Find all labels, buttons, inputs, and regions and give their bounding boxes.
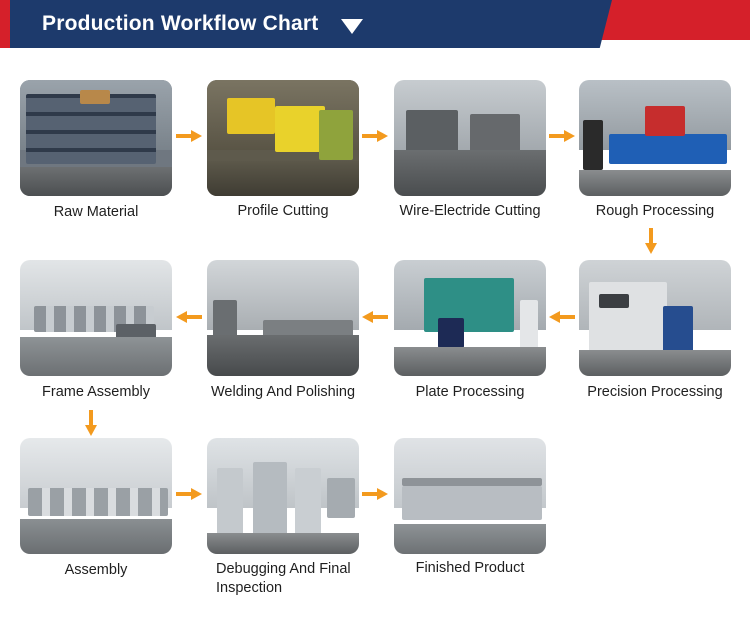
rough-processing-photo	[579, 80, 731, 196]
finished-product-photo	[394, 438, 546, 554]
arrow-right-icon	[549, 130, 575, 142]
welding-polishing-photo	[207, 260, 359, 376]
profile-cutting-photo	[207, 80, 359, 196]
arrow-left-icon	[176, 311, 202, 323]
arrow-down-icon	[85, 410, 97, 436]
step-label: Debugging And Final	[216, 561, 351, 577]
triangle-down-icon	[341, 19, 363, 34]
step-welding-polishing: Welding And Polishing	[207, 260, 359, 400]
step-label-line2: Inspection	[216, 580, 283, 596]
step-label: Welding And Polishing	[210, 384, 356, 400]
step-label: Plate Processing	[415, 384, 525, 400]
page-title: Production Workflow Chart	[42, 12, 319, 35]
step-plate-processing: Plate Processing	[394, 260, 546, 400]
step-label: Rough Processing	[595, 203, 715, 219]
step-label: Assembly	[64, 562, 128, 578]
arrow-down-icon	[645, 228, 657, 254]
arrow-left-icon	[362, 311, 388, 323]
assembly-photo	[20, 438, 172, 554]
step-label: Finished Product	[415, 560, 525, 576]
step-label-multiline: Debugging And Final Inspection	[216, 560, 351, 598]
step-precision-processing: Precision Processing	[579, 260, 731, 400]
step-profile-cutting: Profile Cutting	[207, 80, 359, 219]
step-label: Frame Assembly	[42, 384, 150, 400]
header-red-accent	[0, 0, 10, 48]
arrow-right-icon	[362, 488, 388, 500]
step-label: Precision Processing	[587, 384, 723, 400]
header-banner: Production Workflow Chart	[0, 0, 750, 62]
precision-processing-photo	[579, 260, 731, 376]
step-label: Raw Material	[53, 204, 139, 220]
header-navy-band	[0, 0, 612, 48]
step-debugging-inspection: Debugging And Final Inspection	[207, 438, 359, 596]
step-frame-assembly: Frame Assembly	[20, 260, 172, 400]
raw-material-photo	[20, 80, 172, 196]
step-assembly: Assembly	[20, 438, 172, 578]
arrow-right-icon	[176, 488, 202, 500]
step-wire-electride-cutting: Wire-Electride Cutting	[394, 80, 546, 219]
step-raw-material: Raw Material	[20, 80, 172, 220]
arrow-left-icon	[549, 311, 575, 323]
frame-assembly-photo	[20, 260, 172, 376]
step-label: Profile Cutting	[237, 203, 329, 219]
step-finished-product: Finished Product	[394, 438, 546, 576]
plate-processing-photo	[394, 260, 546, 376]
wire-cutting-photo	[394, 80, 546, 196]
arrow-right-icon	[362, 130, 388, 142]
step-label: Wire-Electride Cutting	[399, 203, 541, 219]
arrow-right-icon	[176, 130, 202, 142]
debugging-inspection-photo	[207, 438, 359, 554]
step-rough-processing: Rough Processing	[579, 80, 731, 219]
